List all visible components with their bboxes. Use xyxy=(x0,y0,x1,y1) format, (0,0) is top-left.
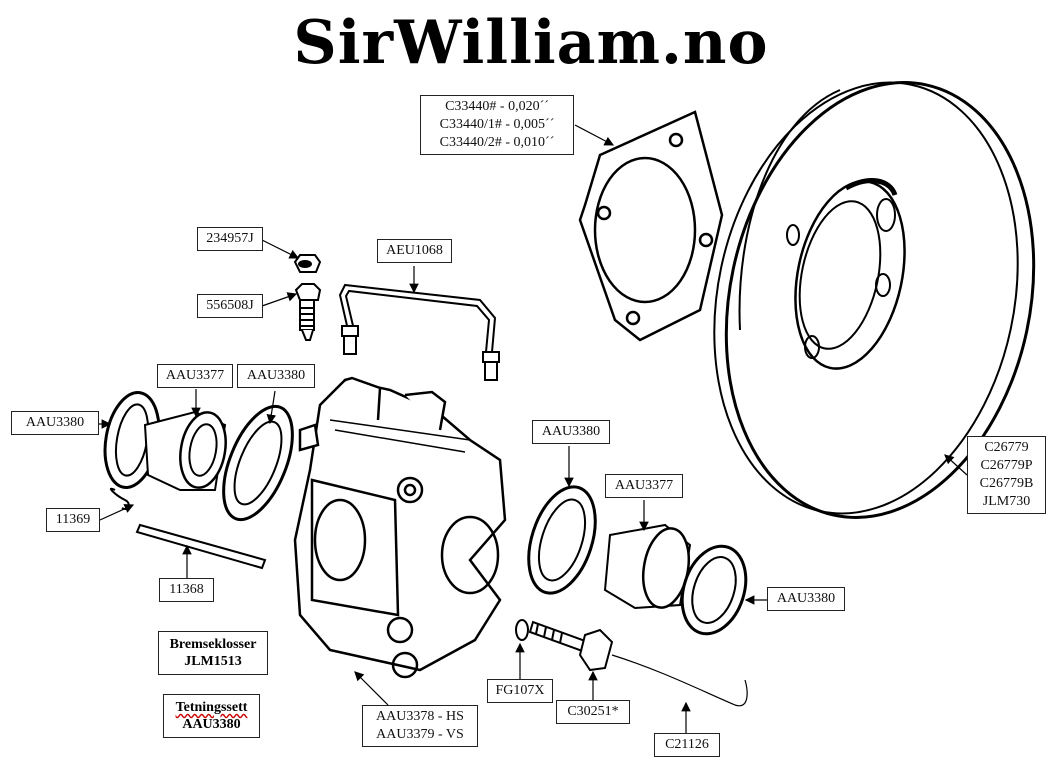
bridge-pipe xyxy=(338,283,500,381)
seal-kit-part: AAU3380 xyxy=(182,717,241,732)
brake-pads-part: JLM1513 xyxy=(184,654,242,669)
left-inner-seal-part-label: AAU3380 xyxy=(237,364,315,388)
bolt-part-label: C30251* xyxy=(556,700,630,724)
right-outer-seal-part-label: AAU3380 xyxy=(767,587,845,611)
right-seals-and-piston xyxy=(527,485,748,636)
caliper-part-label: AAU3378 - HS AAU3379 - VS xyxy=(362,705,478,747)
shim-part-line: C33440# - 0,020´´ xyxy=(445,99,549,114)
caliper-part-line: AAU3378 - HS xyxy=(376,709,464,724)
left-piston-part-label: AAU3377 xyxy=(157,364,233,388)
pipe-part-label: AEU1068 xyxy=(377,239,452,263)
bleed-screw-part-label: 556508J xyxy=(197,294,263,318)
right-inner-seal-part-label: AAU3380 xyxy=(532,420,610,444)
disc-part-line: C26779B xyxy=(979,476,1034,491)
bolt-washer-wire xyxy=(515,619,748,707)
disc-part-label: C26779 C26779P C26779B JLM730 xyxy=(967,436,1046,514)
cap-part-label: 234957J xyxy=(197,227,263,251)
disc-part-line: C26779 xyxy=(984,440,1029,455)
wire-part-label: C21126 xyxy=(654,733,720,757)
disc-part-line: JLM730 xyxy=(982,494,1031,509)
bleed-screw xyxy=(293,254,322,341)
leader-arrows xyxy=(99,124,968,733)
seal-kit-title: Tetningssett xyxy=(175,700,248,715)
brake-disc xyxy=(713,81,1036,519)
left-outer-seal-part-label: AAU3380 xyxy=(11,411,99,435)
shim-part-line: C33440/1# - 0,005´´ xyxy=(439,117,555,132)
caliper-body xyxy=(293,376,507,679)
right-piston-part-label: AAU3377 xyxy=(605,474,683,498)
clip-part-label: 11369 xyxy=(46,508,100,532)
left-seals-and-piston xyxy=(103,391,294,570)
site-logo: SirWilliam.no xyxy=(293,8,769,78)
brake-pads-note: Bremseklosser JLM1513 xyxy=(158,631,268,675)
seal-kit-note: Tetningssett AAU3380 xyxy=(163,694,260,738)
brake-pads-title: Bremseklosser xyxy=(169,637,257,652)
shim-plate xyxy=(578,110,724,342)
washer-part-label: FG107X xyxy=(487,679,553,703)
shim-part-label: C33440# - 0,020´´ C33440/1# - 0,005´´ C3… xyxy=(420,95,574,155)
caliper-part-line: AAU3379 - VS xyxy=(376,727,464,742)
pin-part-label: 11368 xyxy=(159,578,214,602)
shim-part-line: C33440/2# - 0,010´´ xyxy=(439,135,555,150)
disc-part-line: C26779P xyxy=(980,458,1033,473)
